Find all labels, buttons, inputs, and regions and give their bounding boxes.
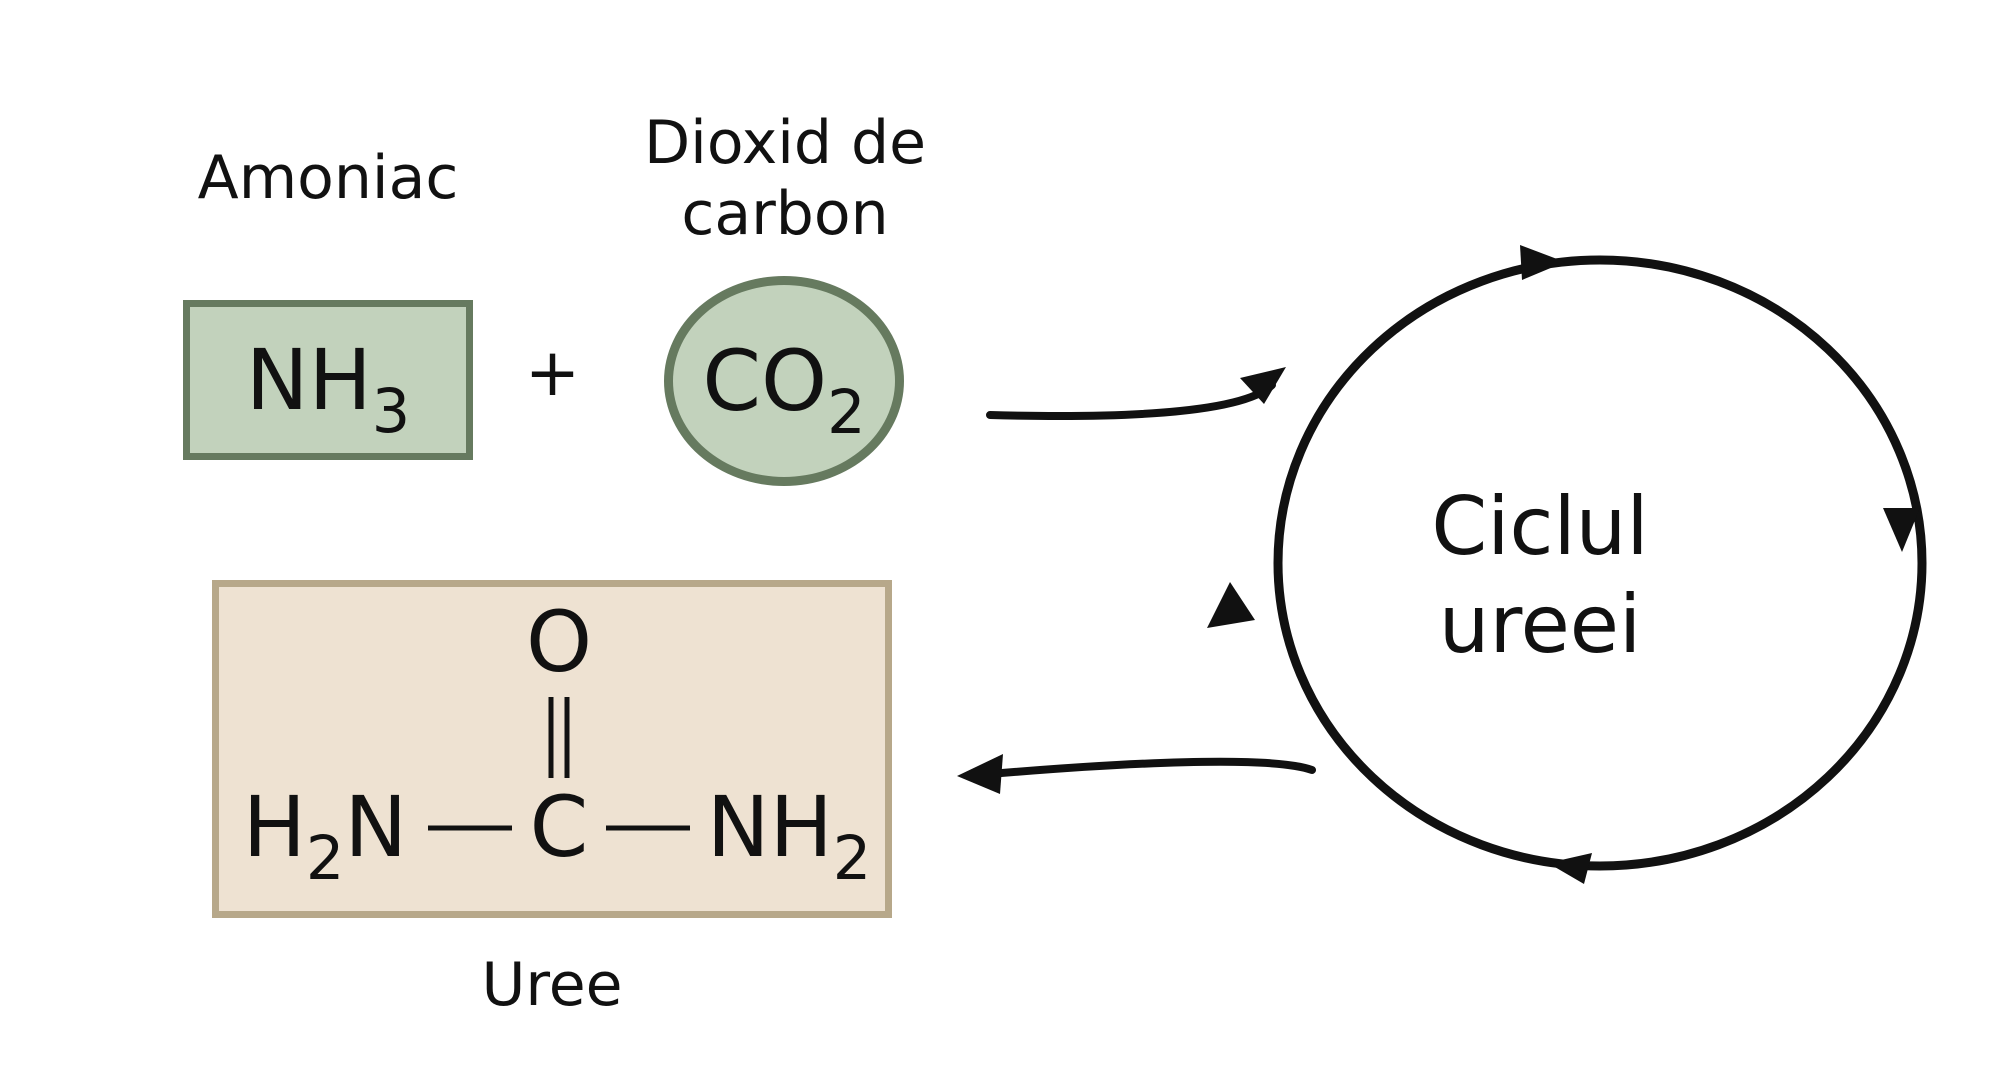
- urea-cycle-label-line1: Ciclul: [1431, 480, 1649, 573]
- urea-left-amine-group: H2N: [232, 785, 418, 889]
- co2-label-line2: carbon: [681, 178, 889, 249]
- urea-structure-box: [212, 580, 892, 918]
- urea-cycle-label-line2: ureei: [1438, 577, 1642, 671]
- urea-carbon-atom: C: [529, 778, 589, 876]
- urea-right-amine-group: NH2: [700, 785, 878, 889]
- urea-label: Uree: [481, 950, 623, 1020]
- co2-formula: CO2: [702, 332, 866, 448]
- input-arrowhead-icon: [1240, 367, 1286, 404]
- co2-formula-oval: CO2: [664, 276, 904, 486]
- urea-left-sub: 2: [305, 823, 345, 894]
- urea-right-nh: NH: [706, 778, 833, 876]
- urea-left-h: H: [242, 778, 306, 876]
- ammonia-formula-box: NH3: [183, 300, 473, 460]
- ammonia-formula: NH3: [245, 331, 411, 447]
- plus-sign: +: [524, 334, 581, 411]
- cycle-arrow-bottom-icon: [1548, 853, 1592, 884]
- ammonia-label: Amoniac: [197, 143, 459, 213]
- output-arrowhead-icon: [957, 754, 1003, 794]
- urea-right-sub: 2: [832, 823, 872, 894]
- cycle-arrow-left-icon: [1207, 582, 1255, 628]
- urea-oxygen-atom: O: [525, 593, 593, 691]
- urea-cycle-label: Ciclul ureei: [1420, 478, 1660, 673]
- cycle-arrow-top-icon: [1520, 245, 1565, 280]
- cycle-arrow-right-icon: [1883, 508, 1920, 552]
- co2-label: Dioxid de carbon: [600, 108, 970, 250]
- urea-left-n: N: [344, 778, 408, 876]
- input-arrow: [986, 381, 1276, 420]
- urea-cycle-circle: [1273, 255, 1927, 871]
- co2-label-line1: Dioxid de: [643, 108, 927, 178]
- output-arrow: [986, 757, 1316, 778]
